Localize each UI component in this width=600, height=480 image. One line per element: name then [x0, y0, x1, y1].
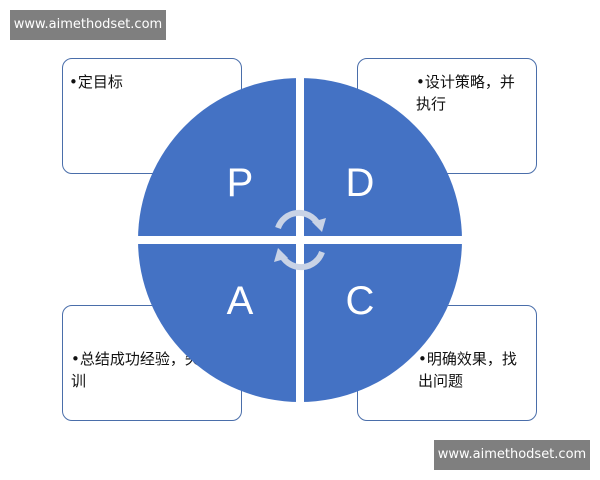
watermark-top: www.aimethodset.com: [10, 10, 166, 40]
check-note: •明确效果，找出问题: [418, 350, 517, 390]
letter-a: A: [227, 279, 254, 323]
letter-d: D: [346, 161, 375, 205]
letter-c: C: [346, 279, 375, 323]
do-note: •设计策略，并执行: [416, 73, 515, 113]
plan-note: •定目标: [69, 73, 123, 91]
watermark-bottom: www.aimethodset.com: [434, 440, 590, 470]
horizontal-divider: [130, 236, 470, 244]
arrow-head-icon: [312, 218, 326, 232]
arrow-head-icon: [274, 248, 288, 262]
cycle-arrows-icon: [275, 209, 325, 271]
letter-p: P: [227, 161, 254, 205]
